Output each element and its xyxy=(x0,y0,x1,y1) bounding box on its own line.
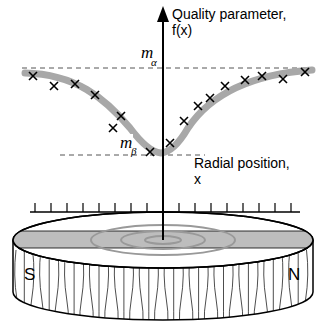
gray-band xyxy=(10,231,320,248)
arrow-head xyxy=(157,6,169,22)
subscript-beta: β xyxy=(131,145,136,157)
data-points xyxy=(29,68,309,156)
pole-label: S xyxy=(24,266,35,284)
quality-axis xyxy=(162,20,164,240)
axis-title: Quality parameter, f(x) xyxy=(172,6,302,38)
pole-label: N xyxy=(288,266,300,284)
subscript-alpha: α xyxy=(151,56,157,68)
axis-label: Radial position, x xyxy=(194,155,294,187)
quality-curve xyxy=(25,70,312,153)
